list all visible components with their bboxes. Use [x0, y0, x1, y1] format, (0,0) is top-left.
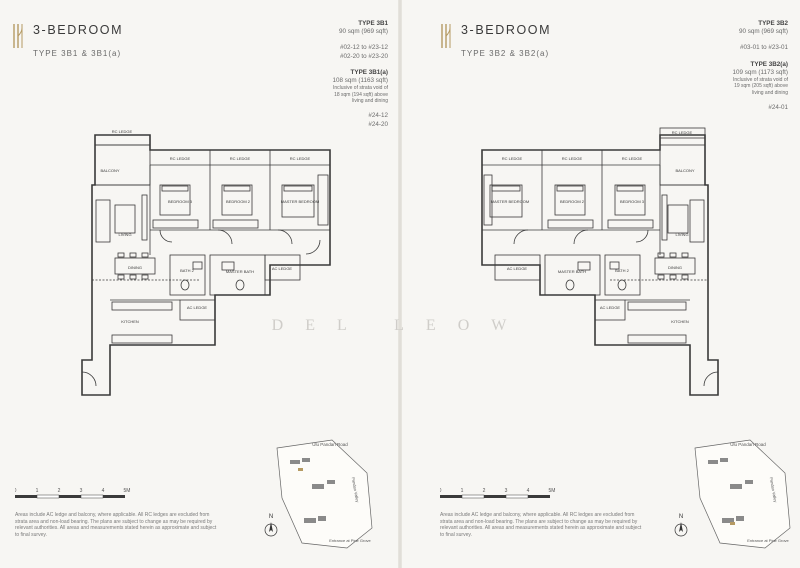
scale-label: 3: [505, 488, 508, 494]
type-name: TYPE 3B2(a): [750, 60, 788, 68]
type-name: TYPE 3B1: [358, 20, 388, 27]
type-note: Inclusive of strata void of: [332, 85, 388, 92]
type-note: living and dining: [352, 98, 388, 105]
scale-label: 1: [36, 488, 39, 494]
unit-info: TYPE 3B2 90 sqm (969 sqft) #03-01 to #23…: [732, 20, 788, 112]
room-label: LIVING: [118, 232, 131, 237]
site-plan: Ulu Pandan Road Pandan Valley Entrance a…: [694, 439, 791, 549]
site-road-label: Ulu Pandan Road: [312, 442, 348, 447]
room-label: RC LEDGE: [112, 129, 133, 134]
site-entrance-label: Entrance at Pine Grove: [329, 538, 371, 543]
page-title: 3-BEDROOM: [33, 23, 124, 37]
type-area: 90 sqm (969 sqft): [739, 28, 788, 36]
room-label: LIVING: [675, 232, 688, 237]
room-label: BEDROOM 3: [620, 199, 645, 204]
room-label: KITCHEN: [121, 319, 139, 324]
type-note: 18 sqm (194 sqft) above: [334, 91, 388, 98]
site-road-label: Pandan Valley: [769, 477, 778, 503]
room-label: BEDROOM 3: [168, 199, 193, 204]
room-label: BEDROOM 2: [560, 199, 585, 204]
type-note: Inclusive of strata void of: [732, 77, 788, 84]
scale-label: 2: [483, 488, 486, 494]
scale-label: 5M: [124, 488, 131, 494]
scale-label: 0: [15, 488, 17, 494]
scale-label: 3: [80, 488, 83, 494]
unit-type-subtitle: TYPE 3B2 & 3B2(a): [461, 49, 550, 58]
watermark: DEL LEOW: [271, 317, 529, 334]
page-title: 3-BEDROOM: [461, 23, 552, 37]
room-label: RC LEDGE: [502, 156, 523, 161]
scale-label: 4: [102, 488, 105, 494]
floorplan-page-left: 3-BEDROOM TYPE 3B1 & 3B1(a) TYPE 3B1 90 …: [13, 20, 388, 549]
room-label: BALCONY: [675, 168, 694, 173]
scale-bar: 0 1 2 3 4 5M: [440, 488, 556, 499]
type-note: living and dining: [752, 89, 788, 96]
unit-range: #24-12: [368, 112, 388, 120]
scale-label: 2: [58, 488, 61, 494]
disclaimer-text: Areas include AC ledge and balcony, wher…: [15, 512, 217, 538]
room-label: BATH 2: [180, 268, 194, 273]
room-label: AC LEDGE: [272, 266, 293, 271]
type-name: TYPE 3B1(a): [350, 68, 388, 76]
disclaimer-text: Areas include AC ledge and balcony, wher…: [440, 512, 642, 538]
room-label: DINING: [668, 265, 682, 270]
brand-logo-icon: [13, 24, 23, 48]
room-label: AC LEDGE: [507, 266, 528, 271]
north-arrow-icon: N: [264, 514, 278, 537]
room-label: RC LEDGE: [170, 156, 191, 161]
north-arrow-icon: N: [674, 514, 688, 537]
room-label: RC LEDGE: [230, 156, 251, 161]
type-area: 108 sqm (1163 sqft): [332, 77, 388, 85]
room-label: MASTER BEDROOM: [281, 199, 319, 204]
unit-range: #03-01 to #23-01: [740, 44, 788, 52]
room-label: BALCONY: [100, 168, 119, 173]
unit-type-subtitle: TYPE 3B1 & 3B1(a): [33, 49, 122, 58]
scale-label: 4: [527, 488, 530, 494]
unit-range: #24-01: [768, 104, 788, 112]
type-area: 109 sqm (1173 sqft): [732, 68, 788, 76]
unit-range: #02-12 to #23-12: [340, 44, 388, 52]
page-gutter: [398, 0, 402, 568]
room-label: MASTER BATH: [226, 269, 254, 274]
north-label: N: [269, 514, 273, 520]
room-label: DINING: [128, 265, 142, 270]
unit-range: #02-20 to #23-20: [340, 52, 388, 60]
floor-plan: RC LEDGE BALCONY RC LEDGE RC LEDGE RC LE…: [481, 127, 719, 396]
type-note: 19 sqm (205 sqft) above: [734, 83, 788, 90]
room-label: RC LEDGE: [562, 156, 583, 161]
brand-logo-icon: [441, 24, 451, 48]
site-entrance-label: Entrance at Pine Grove: [747, 538, 789, 543]
site-road-label: Pandan Valley: [351, 477, 360, 503]
room-label: RC LEDGE: [290, 156, 311, 161]
room-label: AC LEDGE: [600, 305, 621, 310]
site-plan: Ulu Pandan Road Pandan Valley Entrance a…: [276, 439, 373, 549]
unit-range: #24-20: [368, 120, 388, 128]
floorplan-page-right: 3-BEDROOM TYPE 3B2 & 3B2(a) TYPE 3B2 90 …: [400, 0, 800, 568]
room-label: BATH 2: [615, 268, 629, 273]
scale-bar: 0 1 2 3 4 5M: [15, 488, 131, 499]
room-label: MASTER BATH: [558, 269, 586, 274]
scale-label: 5M: [549, 488, 556, 494]
room-label: AC LEDGE: [187, 305, 208, 310]
site-road-label: Ulu Pandan Road: [730, 442, 766, 447]
room-label: KITCHEN: [671, 319, 689, 324]
room-label: MASTER BEDROOM: [491, 199, 529, 204]
room-label: BEDROOM 2: [226, 199, 251, 204]
scale-label: 0: [440, 488, 442, 494]
scale-label: 1: [461, 488, 464, 494]
north-label: N: [679, 514, 683, 520]
type-name: TYPE 3B2: [758, 20, 788, 27]
room-label: RC LEDGE: [622, 156, 643, 161]
floor-plan: RC LEDGE BALCONY RC LEDGE RC LEDGE RC LE…: [81, 129, 331, 396]
type-area: 90 sqm (969 sqft): [339, 28, 388, 36]
room-label: RC LEDGE: [672, 130, 693, 135]
unit-info: TYPE 3B1 90 sqm (969 sqft) #02-12 to #23…: [332, 20, 388, 129]
